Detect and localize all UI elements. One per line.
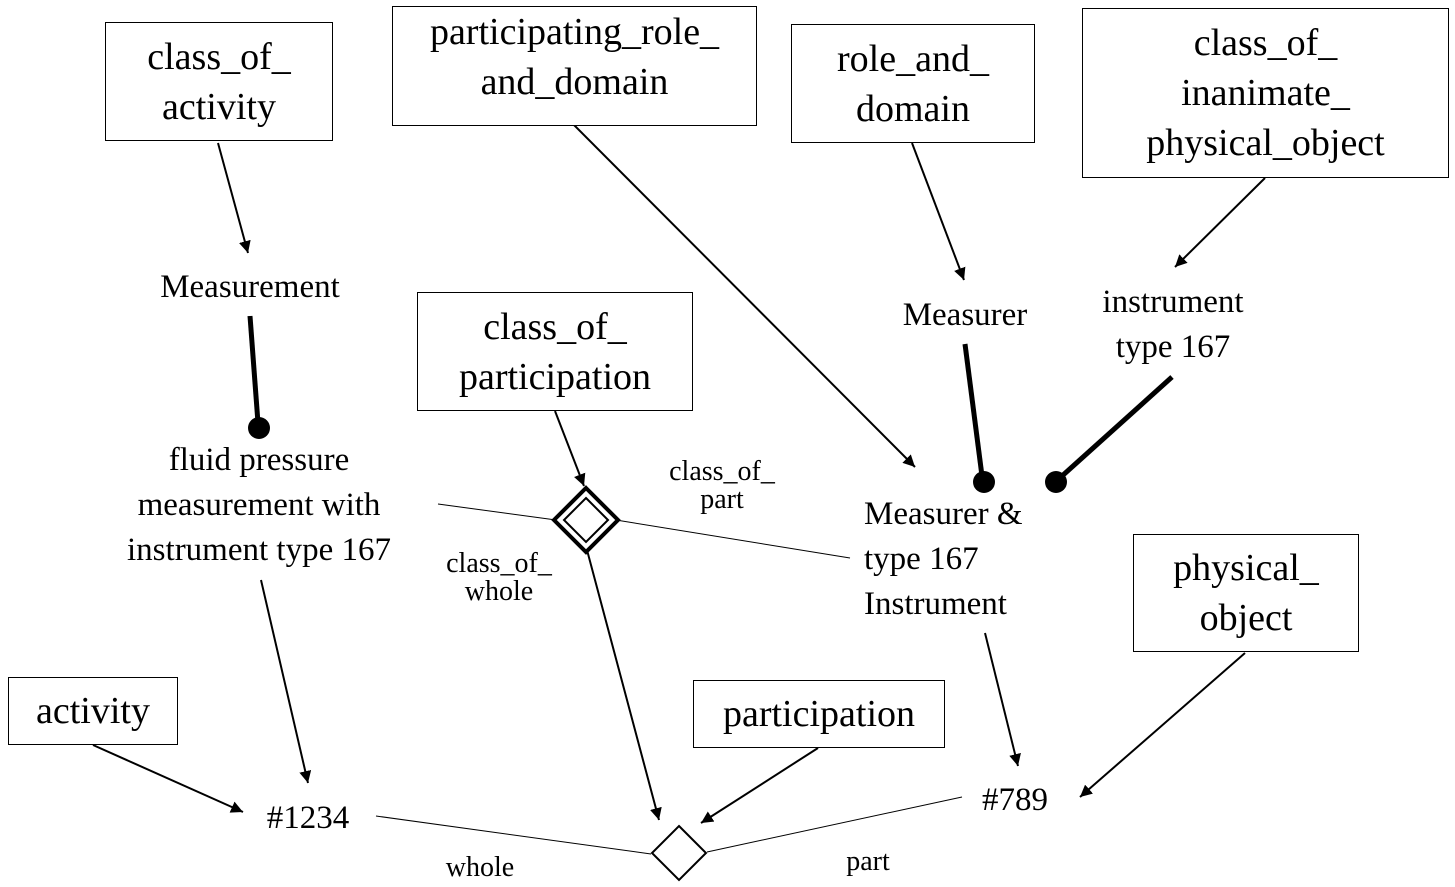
label-class-of-whole: class_of_ whole (446, 548, 552, 607)
relation-fluid-pressure-to-diamond (437, 503, 557, 521)
arrow-activity-to-1234 (92, 744, 244, 813)
arrow-physical-object-to-789 (1079, 652, 1246, 798)
arrow-participating-role-to-measurer-instrument (573, 124, 916, 468)
node-instrument-type: instrument type 167 (1102, 284, 1244, 365)
label-whole: whole (445, 852, 515, 883)
label-part: part (846, 846, 890, 877)
node-measurer: Measurer (902, 297, 1028, 333)
arrow-class-of-participation-to-diamond (554, 410, 586, 487)
arrow-class-of-inanimate-to-instrument (1174, 177, 1266, 268)
node-activity-1234: #1234 (266, 800, 350, 836)
relation-lower-diamond-to-789 (706, 796, 963, 853)
arrow-class-of-activity-to-measurement (217, 142, 251, 254)
box-physical-object: physical_object (1133, 534, 1359, 652)
arrow-measurer-instrument-to-789 (984, 632, 1021, 767)
box-role-and-domain: role_and_domain (791, 24, 1035, 143)
box-participation: participation (693, 680, 945, 748)
box-class-of-participation: class_of_participation (417, 292, 693, 411)
node-measurer-instrument: Measurer & type 167 Instrument (864, 496, 1023, 622)
node-object-789: #789 (982, 782, 1048, 818)
relation-1234-to-lower-diamond (375, 815, 652, 855)
arrow-diamond-to-lower-diamond (586, 549, 662, 821)
node-fluid-pressure-measurement: fluid pressure measurement with instrume… (127, 442, 391, 568)
specialization-measurement-to-fluid-pressure (247, 315, 261, 424)
box-class-of-activity: class_of_activity (105, 22, 333, 141)
class-of-participation-diamond-inner (562, 496, 610, 544)
relation-diamond-to-measurer-instrument (615, 519, 851, 559)
arrow-participation-to-lower-diamond (700, 747, 819, 824)
participation-diamond (650, 824, 708, 882)
specialization-dot-measurer (973, 471, 995, 493)
box-class-of-inanimate-physical-object: class_of_inanimate_physical_object (1082, 8, 1449, 178)
specialization-measurer-to-measurer-instrument (962, 343, 985, 477)
arrow-role-and-domain-to-measurer (911, 142, 966, 281)
arrow-fluid-pressure-to-1234 (260, 579, 312, 784)
specialization-dot-instrument (1045, 471, 1067, 493)
box-activity: activity (8, 677, 178, 745)
specialization-dot-fluid-pressure (248, 417, 270, 439)
specialization-instrument-to-measurer-instrument (1060, 375, 1174, 478)
box-participating-role-and-domain: participating_role_and_domain (392, 6, 757, 126)
label-class-of-part: class_of_ part (669, 456, 775, 515)
node-measurement: Measurement (160, 269, 340, 305)
